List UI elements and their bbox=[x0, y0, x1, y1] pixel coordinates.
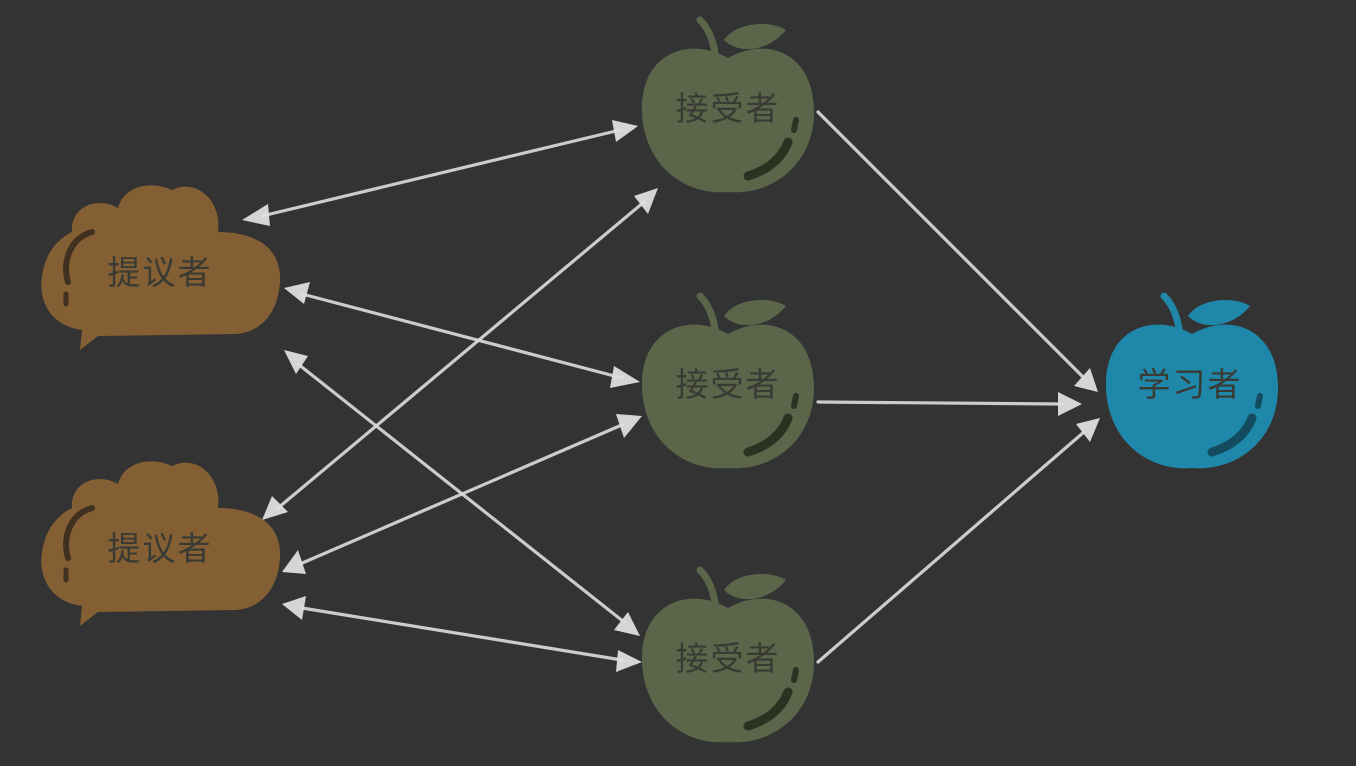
learner-node: 学习者 bbox=[1105, 292, 1278, 469]
acceptor-node: 接受者 bbox=[641, 16, 814, 193]
acceptor-node: 接受者 bbox=[641, 566, 814, 743]
edge-proposer-1-acceptor-1 bbox=[242, 120, 638, 226]
apple-icon bbox=[1105, 292, 1278, 469]
acceptor-label: 接受者 bbox=[676, 639, 781, 678]
cloud-bubble-icon bbox=[41, 185, 281, 350]
proposer-label: 提议者 bbox=[108, 529, 213, 568]
apple-icon bbox=[641, 566, 814, 743]
proposer-label: 提议者 bbox=[108, 253, 213, 292]
edge-proposer-1-acceptor-2 bbox=[284, 282, 640, 388]
learner-label: 学习者 bbox=[1138, 365, 1243, 404]
edge-proposer-2-acceptor-3 bbox=[282, 596, 642, 672]
edge-acceptor-1-learner bbox=[816, 110, 1098, 392]
apple-icon bbox=[641, 292, 814, 469]
edge-acceptor-2-learner bbox=[816, 392, 1082, 416]
apple-icon bbox=[641, 16, 814, 193]
edges-layer bbox=[242, 110, 1100, 672]
proposer-node: 提议者 bbox=[41, 185, 281, 350]
edge-acceptor-3-learner bbox=[816, 418, 1100, 664]
edge-proposer-2-acceptor-2 bbox=[282, 414, 642, 574]
acceptor-label: 接受者 bbox=[676, 365, 781, 404]
proposer-node: 提议者 bbox=[41, 461, 281, 626]
acceptor-label: 接受者 bbox=[676, 89, 781, 128]
edge-proposer-2-acceptor-1 bbox=[262, 188, 658, 520]
cloud-bubble-icon bbox=[41, 461, 281, 626]
acceptor-node: 接受者 bbox=[641, 292, 814, 469]
